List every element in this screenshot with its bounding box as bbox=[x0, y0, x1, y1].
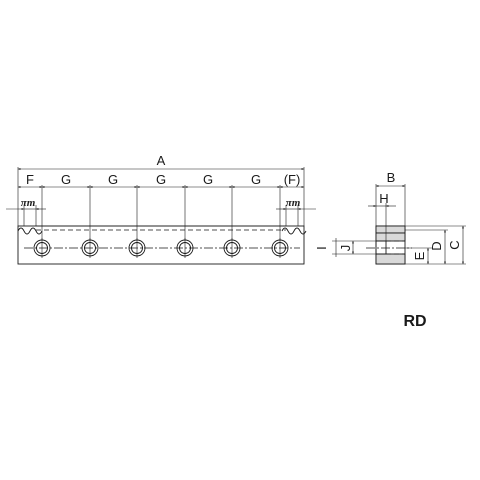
dimension-a: A bbox=[18, 153, 304, 170]
mounting-hole bbox=[81, 238, 99, 258]
dimension-h: H bbox=[368, 191, 396, 207]
front-view bbox=[17, 225, 307, 265]
dimension-e: E bbox=[412, 248, 429, 264]
mounting-hole bbox=[128, 238, 146, 258]
shaded-band bbox=[375, 232, 406, 242]
label-g-4: G bbox=[203, 172, 213, 187]
tooth-band bbox=[375, 225, 406, 234]
dimension-b: B bbox=[376, 170, 405, 187]
dimension-c: C bbox=[447, 226, 464, 264]
label-g-1: G bbox=[61, 172, 71, 187]
dimension-d: D bbox=[429, 230, 446, 264]
teeth-right bbox=[281, 227, 307, 235]
dimension-i: I bbox=[314, 238, 337, 257]
label-f: F bbox=[26, 172, 34, 187]
dimension-j: J bbox=[338, 241, 354, 254]
mounting-hole bbox=[176, 238, 194, 258]
teeth-left bbox=[17, 227, 43, 235]
label-h: H bbox=[379, 191, 388, 206]
label-g-5: G bbox=[251, 172, 261, 187]
hole-section bbox=[375, 240, 387, 255]
label-g-3: G bbox=[156, 172, 166, 187]
mounting-hole bbox=[33, 238, 51, 258]
side-extension-lines bbox=[332, 184, 466, 265]
label-i: I bbox=[314, 246, 329, 250]
rack-body bbox=[17, 225, 305, 265]
label-b: B bbox=[387, 170, 396, 185]
label-f-paren: (F) bbox=[284, 172, 301, 187]
bottom-band bbox=[375, 253, 406, 265]
mounting-hole bbox=[223, 238, 241, 258]
label-pitch-left: πm bbox=[21, 197, 36, 209]
model-code: RD bbox=[403, 313, 426, 330]
dimension-fg-row: F G G G G G (F) bbox=[18, 172, 304, 188]
mounting-hole bbox=[271, 238, 289, 258]
label-c: C bbox=[447, 240, 462, 249]
side-view bbox=[366, 225, 412, 265]
label-pitch-right: πm bbox=[286, 197, 301, 209]
dimension-pitch: πm πm bbox=[6, 197, 316, 210]
extension-lines bbox=[17, 167, 305, 240]
label-e: E bbox=[412, 251, 427, 260]
label-d: D bbox=[429, 241, 444, 250]
label-a: A bbox=[157, 153, 166, 168]
label-j: J bbox=[338, 245, 353, 252]
label-g-2: G bbox=[108, 172, 118, 187]
